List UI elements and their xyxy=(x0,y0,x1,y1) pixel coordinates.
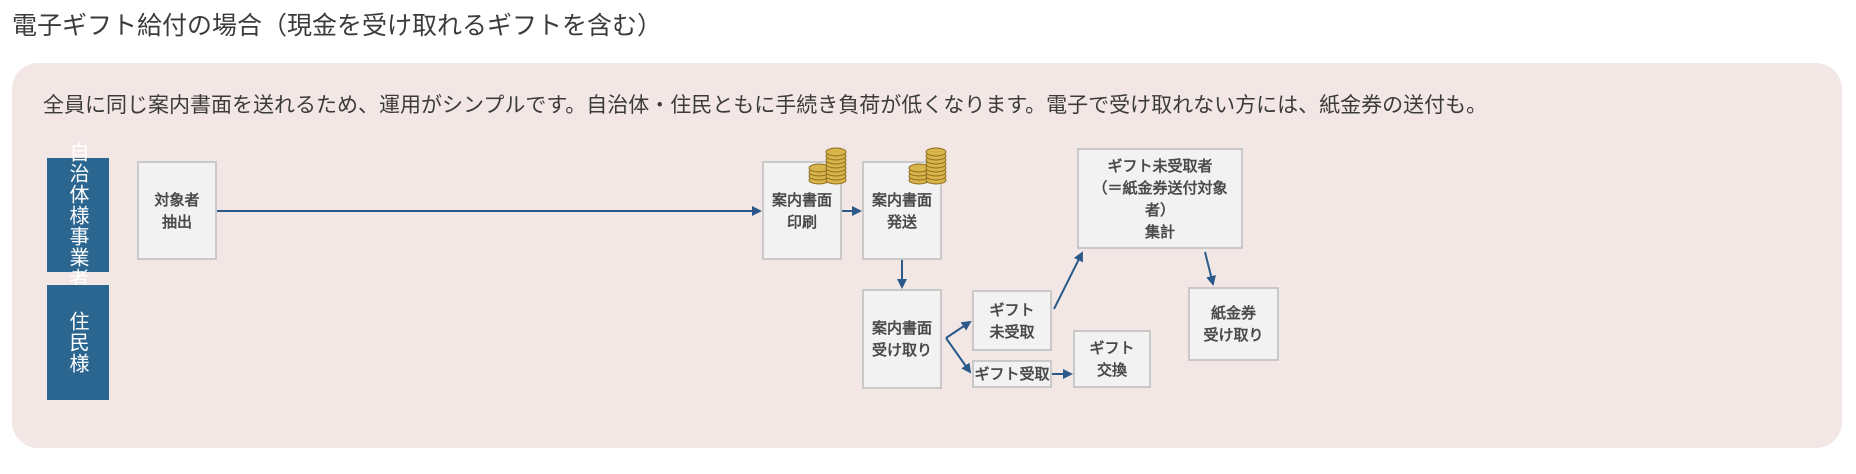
node-gift-received: ギフト受取 xyxy=(972,360,1052,388)
node-gift-unreceived: ギフト 未受取 xyxy=(972,290,1052,351)
lane-label-operator: 自治体様 事業者 xyxy=(47,142,109,289)
coin-stack-icon xyxy=(808,147,847,185)
lane-label-resident: 住民様 xyxy=(47,285,109,400)
node-paper-voucher: 紙金券 受け取り xyxy=(1188,287,1279,361)
lane-label-operator-business: 事業者 xyxy=(66,225,90,289)
page-title: 電子ギフト給付の場合（現金を受け取れるギフトを含む） xyxy=(12,11,663,40)
description-text: 全員に同じ案内書面を送れるため、運用がシンプルです。自治体・住民ともに手続き負荷… xyxy=(43,93,1488,117)
coin-stack-icon xyxy=(908,147,947,185)
node-receive-notice: 案内書面 受け取り xyxy=(862,289,942,389)
node-gift-exchange: ギフト 交換 xyxy=(1073,330,1151,388)
node-target-extract: 対象者 抽出 xyxy=(137,161,217,260)
lane-label-operator-municipality: 自治体様 xyxy=(66,141,90,226)
lane-label-resident-text: 住民様 xyxy=(66,311,90,374)
node-aggregate-unreceived: ギフト未受取者 （＝紙金券送付対象者） 集計 xyxy=(1077,148,1243,249)
